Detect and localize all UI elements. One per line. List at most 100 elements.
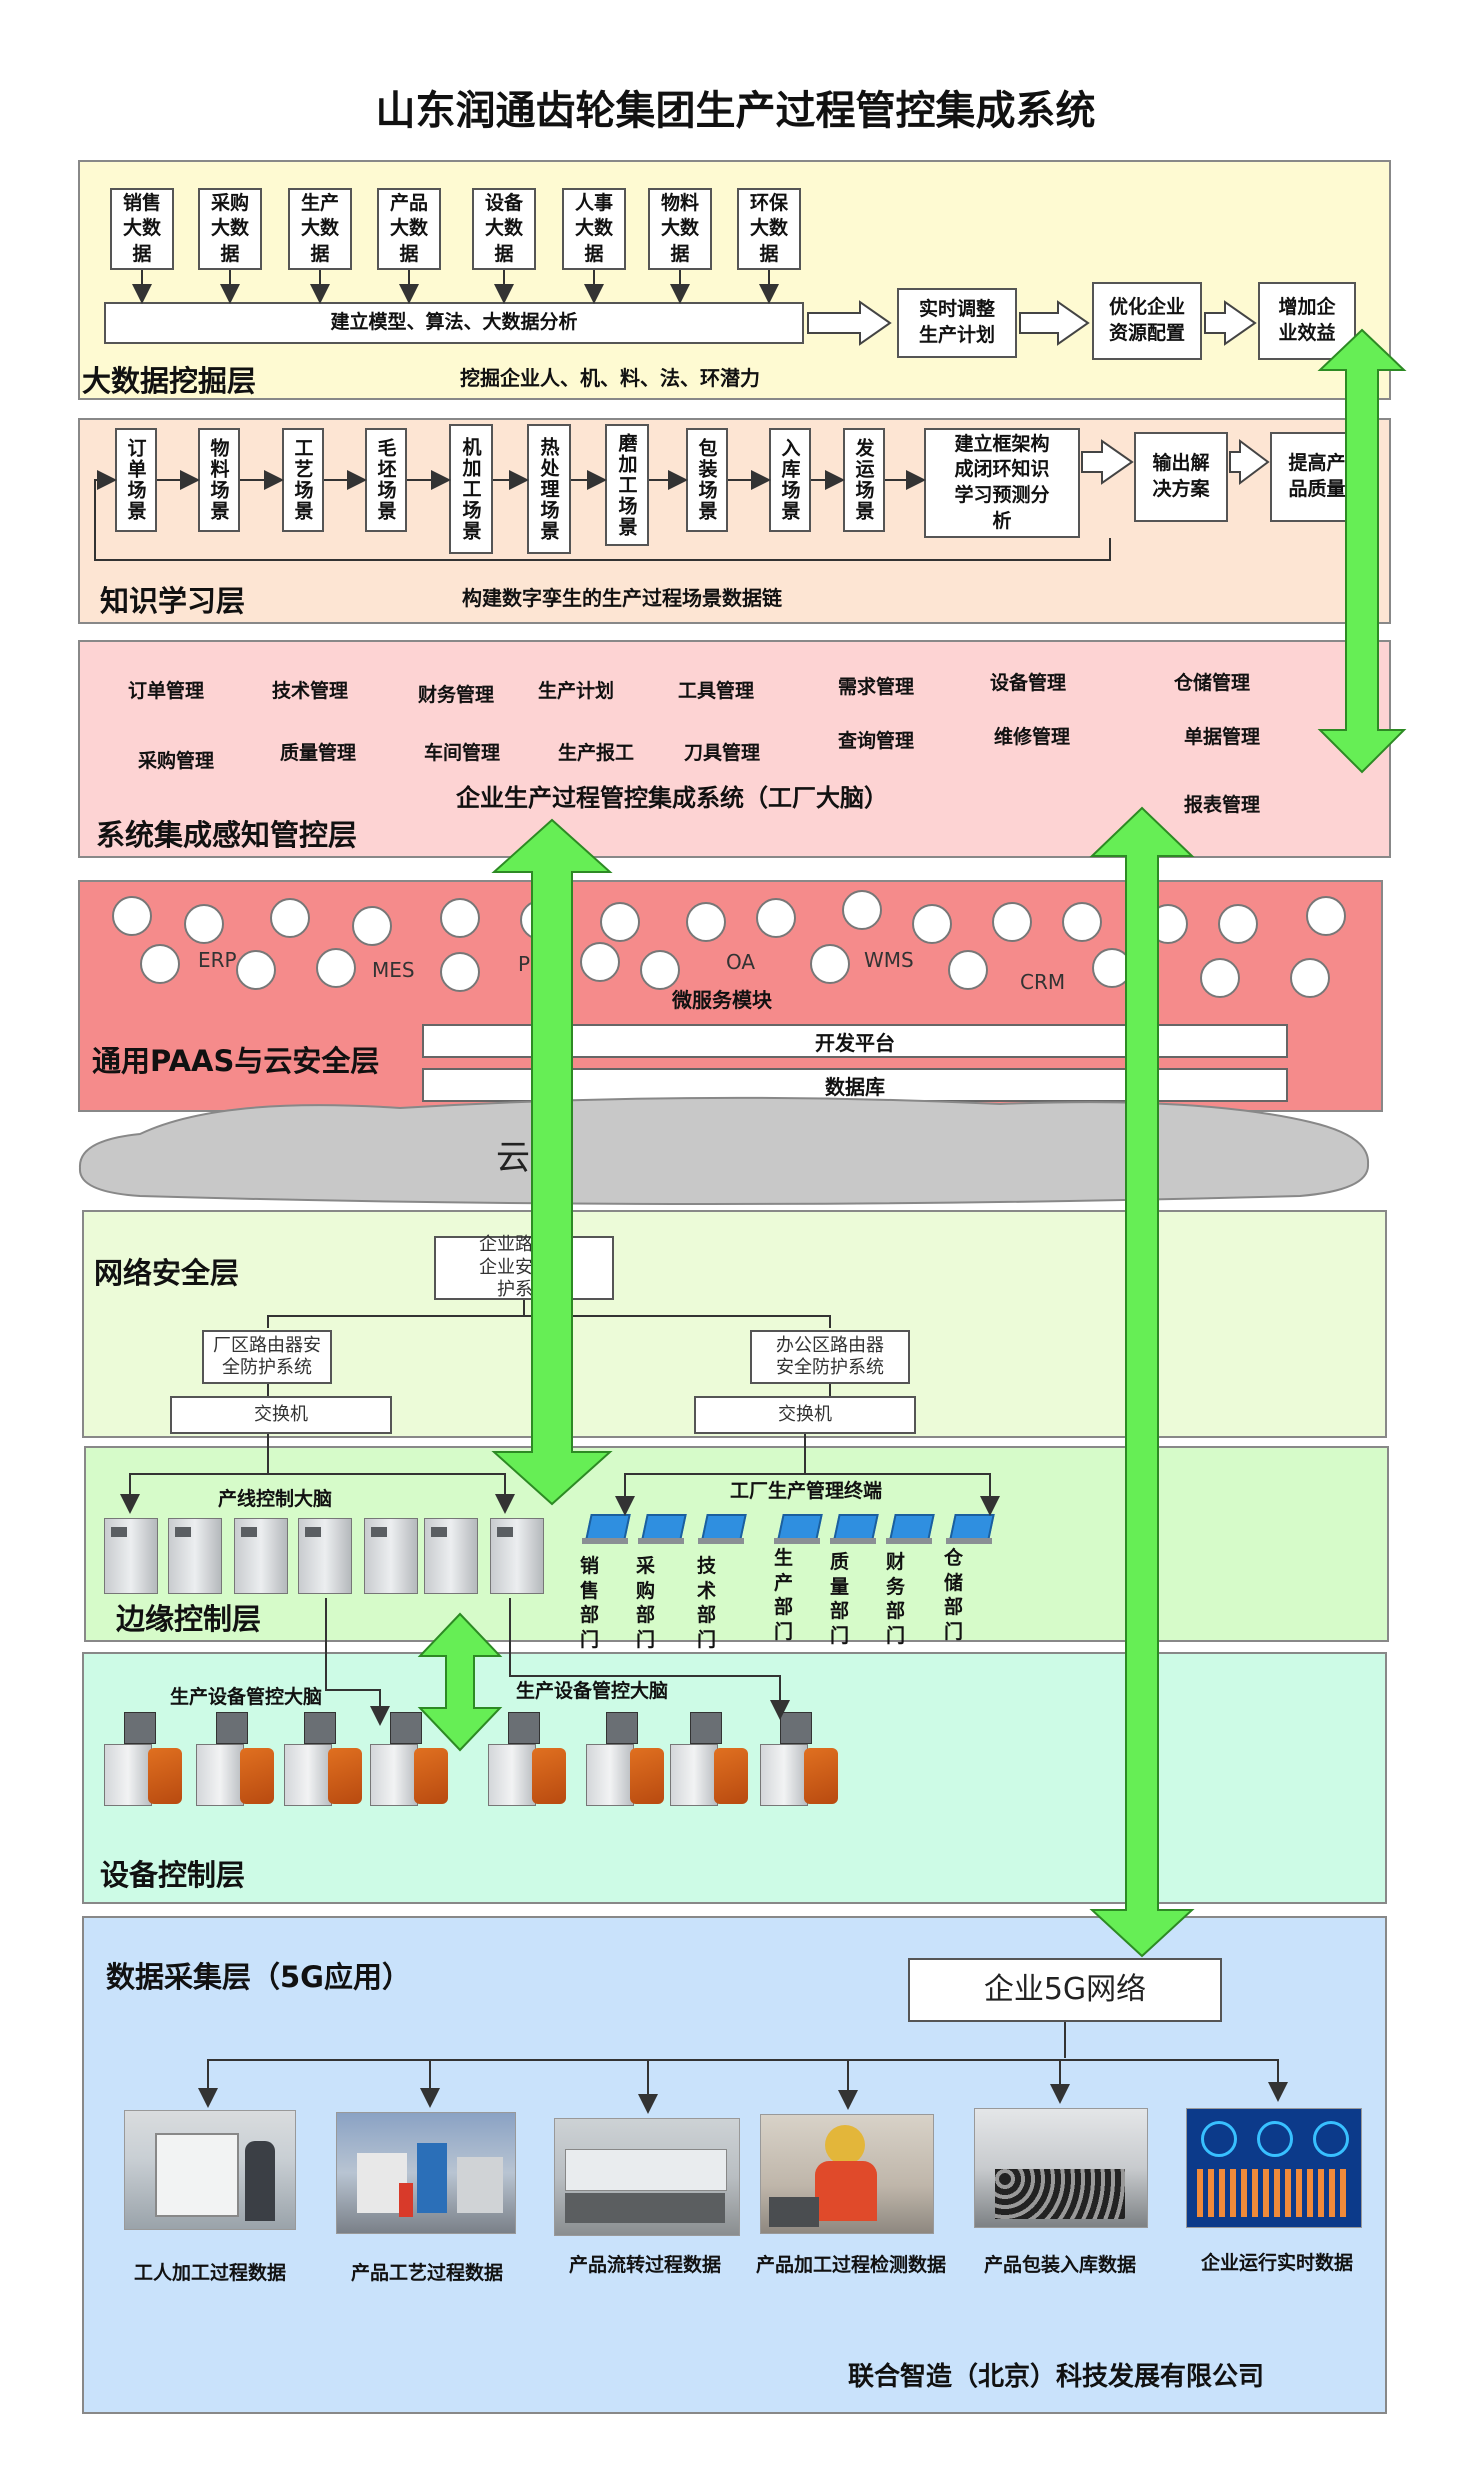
cabinet-panel [497,1527,513,1537]
microservice-bubble [184,904,224,944]
enterprise-router: 企业路由器企业安全防护系统 [434,1234,614,1300]
knowledge-step-0: 输出解决方案 [1134,432,1228,522]
bigdata-source-5: 人事大数据 [562,188,626,270]
knowledge-subtitle: 构建数字孪生的生产过程场景数据链 [462,586,782,610]
integration-item-15: 单据管理 [1184,726,1261,748]
integration-item-2: 财务管理 [418,684,495,706]
edge-dept-4: 质量部门 [830,1551,850,1648]
integration-item-7: 仓储管理 [1174,672,1251,694]
microservice-bubble [948,950,988,990]
photo-product-process [336,2112,516,2234]
microservice-bubble [316,948,356,988]
integration-item-1: 技术管理 [272,680,349,702]
machine-unit [586,1712,666,1808]
microservice-bubble [440,898,480,938]
integration-center-title: 企业生产过程管控集成系统（工厂大脑） [456,784,888,812]
company-name: 联合智造（北京）科技发展有限公司 [848,2362,1265,2392]
control-cabinet [364,1518,418,1594]
cabinet-panel [241,1527,257,1537]
microservice-bubble [1200,958,1240,998]
microservice-bubble [112,896,152,936]
control-cabinet [490,1518,544,1594]
microservice-bubble [912,904,952,944]
paas-module-3: OA [726,950,756,974]
office-router: 办公区路由器安全防护系统 [750,1330,910,1384]
integration-item-6: 设备管理 [990,672,1067,694]
device-brain-1-label: 生产设备管控大脑 [170,1686,323,1708]
control-cabinet [424,1518,478,1594]
paas-micro-label: 微服务模块 [672,988,772,1012]
bigdata-layer-name: 大数据挖掘层 [82,364,257,398]
edge-dept-3: 生产部门 [774,1547,794,1644]
bigdata-model-bar: 建立模型、算法、大数据分析 [104,302,804,344]
photo-worker-processing [124,2110,296,2230]
integration-layer-name: 系统集成感知管控层 [96,818,358,852]
laptop-icon [886,1514,935,1548]
microservice-bubble [992,902,1032,942]
microservice-bubble [810,944,850,984]
cabinet-panel [371,1527,387,1537]
photo-caption-3: 产品加工过程检测数据 [755,2254,946,2276]
photo-caption-4: 产品包装入库数据 [983,2254,1136,2276]
photo-product-flow [554,2118,740,2236]
bigdata-source-7: 环保大数据 [737,188,801,270]
paas-layer-name: 通用PAAS与云安全层 [92,1044,380,1078]
photo-caption-2: 产品流转过程数据 [568,2254,721,2276]
integration-item-14: 维修管理 [994,726,1071,748]
machine-unit [284,1712,364,1808]
machine-unit [104,1712,184,1808]
bigdata-source-6: 物料大数据 [648,188,712,270]
integration-item-3: 生产计划 [538,680,615,702]
microservice-bubble [1290,958,1330,998]
office-switch: 交换机 [694,1396,916,1434]
integration-item-10: 车间管理 [424,742,501,764]
bigdata-source-3: 产品大数据 [377,188,441,270]
network-layer-name: 网络安全层 [94,1256,240,1290]
laptop-icon [830,1514,879,1548]
laptop-icon [698,1514,747,1548]
photo-inspection [760,2114,934,2234]
integration-item-5: 需求管理 [838,676,915,698]
control-cabinet [234,1518,288,1594]
laptop-icon [774,1514,823,1548]
device-brain-2-label: 生产设备管控大脑 [516,1680,669,1702]
integration-item-4: 工具管理 [678,680,755,702]
microservice-bubble [352,906,392,946]
microservice-bubble [1306,896,1346,936]
control-cabinet [298,1518,352,1594]
microservice-bubble [842,890,882,930]
cabinet-panel [175,1527,191,1537]
integration-item-12: 刀具管理 [684,742,761,764]
edge-terminal-label: 工厂生产管理终端 [730,1480,883,1502]
cabinet-panel [431,1527,447,1537]
microservice-bubble [1218,904,1258,944]
edge-dept-1: 采购部门 [636,1555,656,1652]
page-title: 山东润通齿轮集团生产过程管控集成系统 [375,88,1096,134]
paas-module-1: MES [372,958,415,982]
bigdata-source-2: 生产大数据 [288,188,352,270]
laptop-icon [638,1514,687,1548]
control-cabinet [168,1518,222,1594]
integration-item-13: 查询管理 [838,730,915,752]
bigdata-source-0: 销售大数据 [110,188,174,270]
photo-packaging [974,2108,1148,2228]
bigdata-source-4: 设备大数据 [472,188,536,270]
edge-brain-label: 产线控制大脑 [218,1488,333,1510]
laptop-icon [582,1514,631,1548]
enterprise-5g-network: 企业5G网络 [908,1958,1222,2022]
cloud-label: 云 [496,1138,530,1178]
edge-dept-2: 技术部门 [697,1555,717,1652]
machine-unit [488,1712,568,1808]
machine-unit [670,1712,750,1808]
paas-module-5: CRM [1020,970,1066,994]
bigdata-step-0: 实时调整生产计划 [897,288,1017,358]
integration-item-0: 订单管理 [128,680,205,702]
photo-realtime-dashboard [1186,2108,1362,2228]
cabinet-panel [305,1527,321,1537]
collect-layer-name: 数据采集层（5G应用） [106,1960,411,1994]
plant-switch: 交换机 [170,1396,392,1434]
integration-item-9: 质量管理 [280,742,357,764]
plant-router: 厂区路由器安全防护系统 [202,1330,332,1384]
laptop-icon [946,1514,995,1548]
photo-caption-1: 产品工艺过程数据 [350,2262,503,2284]
